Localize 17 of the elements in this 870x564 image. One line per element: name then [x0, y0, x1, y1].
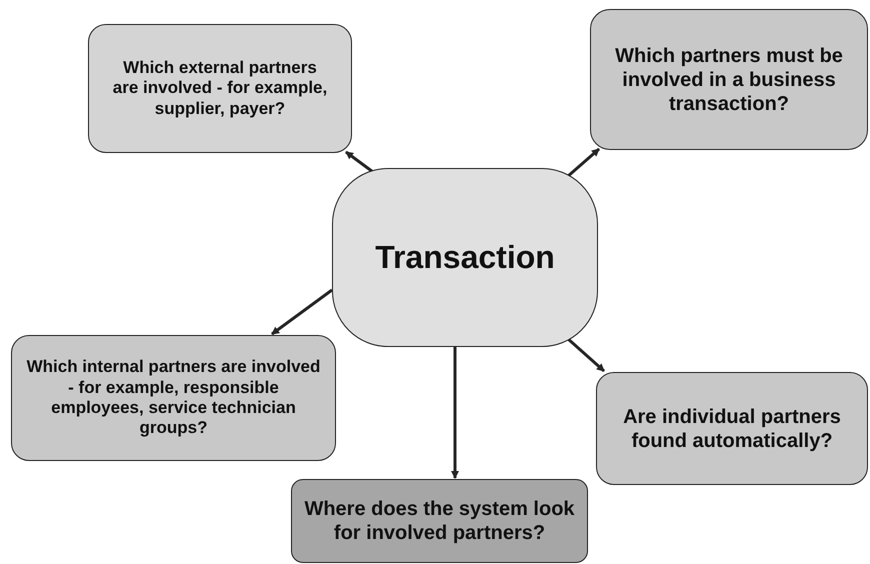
question-text: Which internal partners are involved - for example, responsible employees, service technician groups?	[26, 357, 322, 439]
topic-box	[332, 168, 598, 347]
question-text: Where does the system look for involved partners?	[304, 497, 575, 545]
question-box	[88, 24, 352, 153]
arrow	[566, 336, 605, 372]
question-text: Are individual partners found automatically?	[622, 404, 842, 452]
arrow	[345, 150, 374, 174]
question-text: Which external partners are involved - for example, supplier, payer?	[112, 58, 328, 120]
arrow	[451, 347, 459, 479]
arrow	[566, 148, 600, 178]
question-text: Which partners must be involved in a business transaction?	[614, 44, 844, 116]
question-box	[590, 9, 868, 150]
question-box	[596, 372, 868, 485]
question-box	[11, 335, 336, 461]
topic-title: Transaction	[375, 238, 555, 277]
question-box	[291, 479, 588, 563]
arrow	[271, 288, 333, 336]
